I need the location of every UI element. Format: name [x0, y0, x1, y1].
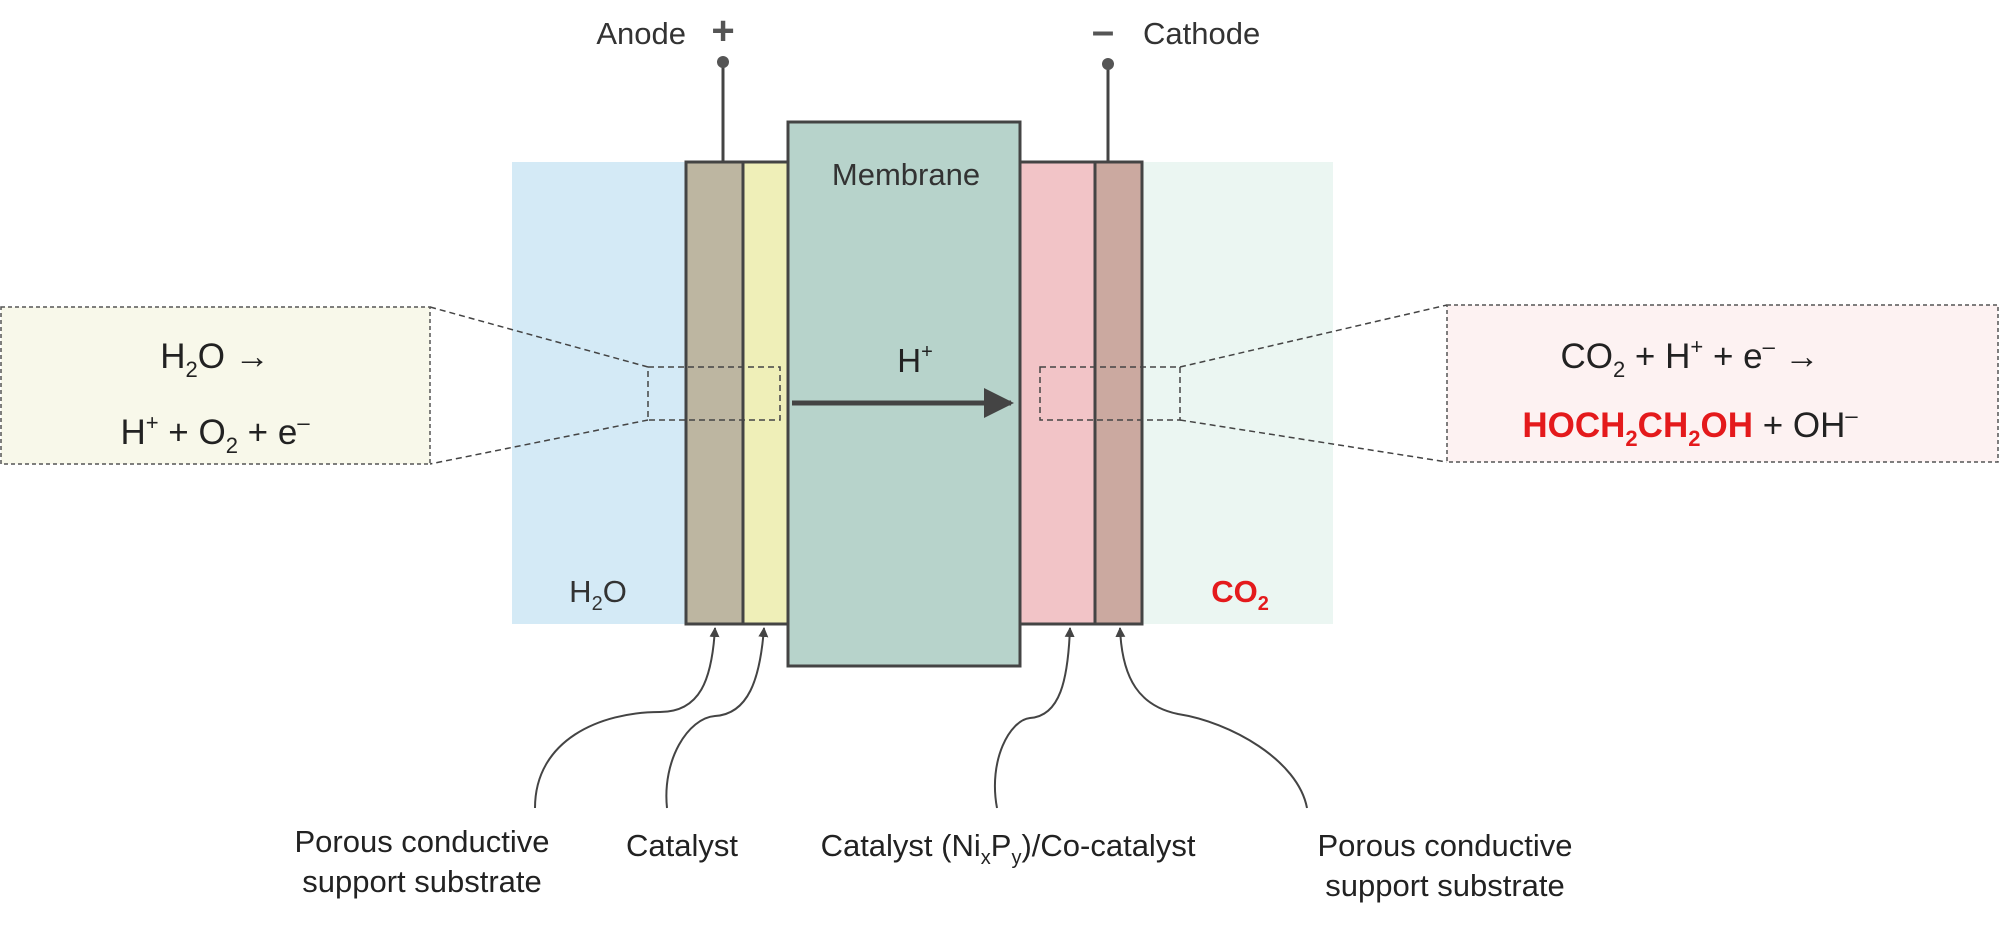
anode-catalyst-layer [741, 160, 790, 626]
co2-feed-label: CO2 [1211, 574, 1269, 615]
anode-reaction-line2: H+ + O2 + e– [120, 410, 310, 458]
anode-substrate-layer [684, 160, 745, 626]
anode-label: Anode [596, 16, 686, 51]
anode-plus-sign: + [711, 9, 734, 53]
co2-region [1141, 162, 1333, 624]
membrane-layer [786, 120, 1022, 668]
anode-catalyst-pointer [665, 627, 769, 809]
anode-zoom-source-box [647, 366, 781, 421]
cathode-catalyst-pointer [993, 627, 1075, 809]
cathode-substrate-layer [1093, 160, 1144, 626]
water-feed-label: H2O [569, 574, 627, 615]
ethylene-glycol-product: HOCH [1522, 406, 1625, 445]
anode-zoom-line-top [429, 306, 649, 368]
anode-substrate-pointer [534, 627, 720, 809]
cathode-zoom-source-box [1039, 366, 1181, 421]
cathode-reaction-box [1446, 304, 1999, 463]
water-region [512, 162, 687, 624]
anode-terminal [717, 56, 729, 68]
cathode-minus-sign: – [1092, 9, 1114, 53]
cathode-terminal [1102, 58, 1114, 70]
cathode-catalyst-label: Catalyst (NixPy)/Co-catalyst [821, 828, 1196, 869]
membrane-label: Membrane [832, 157, 980, 192]
cathode-reaction-line1: CO2 + H+ + e– → [1560, 334, 1819, 382]
anode-zoom-line-bottom [429, 419, 649, 465]
anode-reaction-box [0, 306, 431, 465]
cathode-zoom-line-bottom [1179, 419, 1448, 463]
anode-reaction-line1: H2O → [160, 337, 269, 382]
proton-label: H+ [897, 341, 933, 379]
cathode-zoom-line-top [1179, 304, 1448, 368]
cathode-label: Cathode [1143, 16, 1260, 51]
cathode-catalyst-layer [1018, 160, 1097, 626]
cathode-substrate-pointer [1115, 627, 1308, 809]
anode-catalyst-label: Catalyst [626, 828, 738, 863]
cathode-reaction-line2: HOCH2CH2OH + OH– [1522, 403, 1858, 451]
